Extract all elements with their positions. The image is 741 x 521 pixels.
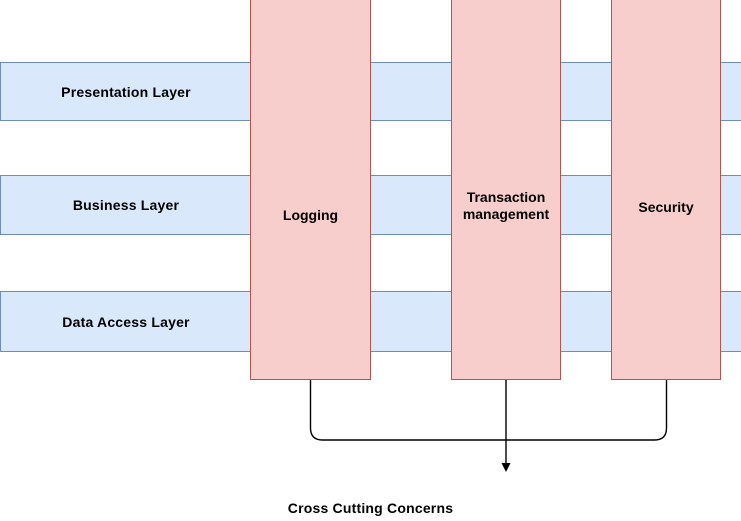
concern-column-security[interactable]: Security	[611, 0, 721, 380]
layer-label-data-access: Data Access Layer	[62, 313, 190, 330]
concern-label-transaction-management: Transaction management	[462, 189, 550, 222]
cross-cutting-concerns-caption: Cross Cutting Concerns	[287, 500, 454, 516]
concern-label-security: Security	[638, 199, 694, 215]
connector-line	[309, 380, 323, 441]
concern-label-logging: Logging	[282, 207, 339, 223]
concern-column-logging[interactable]: Logging	[250, 0, 371, 380]
layer-label-presentation: Presentation Layer	[61, 83, 191, 100]
connector-line	[654, 380, 668, 441]
concern-column-transaction-management[interactable]: Transaction management	[451, 0, 561, 380]
arrowhead-icon	[501, 463, 511, 472]
layer-label-business: Business Layer	[72, 197, 180, 213]
